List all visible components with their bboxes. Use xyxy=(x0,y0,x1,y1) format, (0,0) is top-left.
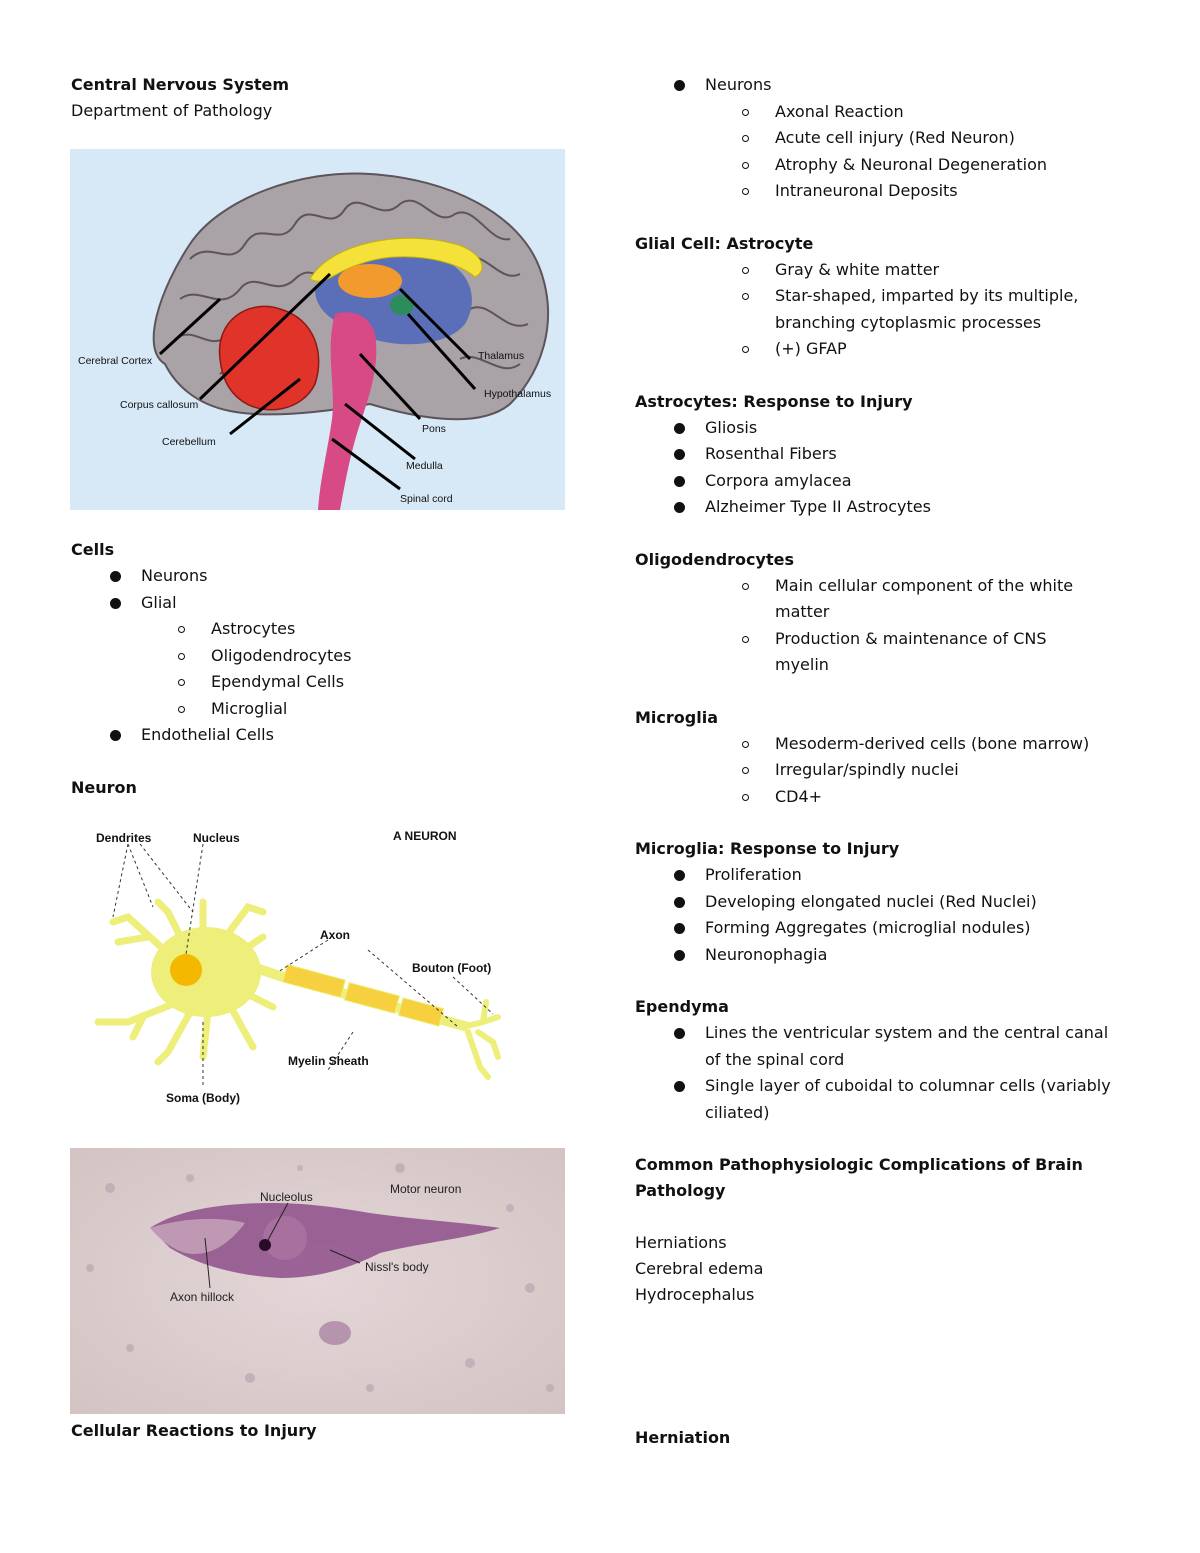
label-medulla: Medulla xyxy=(406,460,443,472)
list-item: Neuronophagia xyxy=(635,942,1155,969)
list-item: Ependymal Cells xyxy=(71,669,571,696)
label-pons: Pons xyxy=(422,423,446,435)
complication-item: Cerebral edema xyxy=(635,1259,764,1278)
label-neuron-title: A NEURON xyxy=(393,829,457,843)
list-item: Forming Aggregates (microglial nodules) xyxy=(635,915,1155,942)
list-item: Mesoderm-derived cells (bone marrow) xyxy=(635,731,1155,758)
cells-section: Cells Neurons Glial Astrocytes Oligodend… xyxy=(71,537,571,801)
right-column: Neurons Axonal Reaction Acute cell injur… xyxy=(635,72,1155,1308)
list-item: Atrophy & Neuronal Degeneration xyxy=(635,152,1155,179)
complication-item: Herniations xyxy=(635,1233,727,1252)
list-item: Neurons xyxy=(635,72,1155,99)
label-corpus-callosum: Corpus callosum xyxy=(120,399,198,411)
astrocyte-heading: Glial Cell: Astrocyte xyxy=(635,233,814,253)
herniation-section: Herniation xyxy=(635,1425,1155,1451)
list-item: Axonal Reaction xyxy=(635,99,1155,126)
list-item: Intraneuronal Deposits xyxy=(635,178,1155,205)
label-nissl-body: Nissl's body xyxy=(365,1260,429,1274)
ependyma-heading: Ependyma xyxy=(635,997,729,1016)
list-item: Endothelial Cells xyxy=(71,722,571,749)
label-axon-hillock: Axon hillock xyxy=(170,1290,235,1304)
label-nucleus: Nucleus xyxy=(193,831,240,845)
list-item: Gray & white matter xyxy=(635,257,1155,284)
label-dendrites: Dendrites xyxy=(96,831,152,845)
brain-diagram: Cerebral Cortex Corpus callosum Cerebell… xyxy=(70,149,565,510)
microglia-heading: Microglia xyxy=(635,707,718,727)
list-item: Gliosis xyxy=(635,415,1155,442)
label-cerebral-cortex: Cerebral Cortex xyxy=(78,355,153,367)
list-item: (+) GFAP xyxy=(635,336,1155,363)
list-item: Alzheimer Type II Astrocytes xyxy=(635,494,1155,521)
herniation-heading: Herniation xyxy=(635,1428,731,1447)
list-item: Rosenthal Fibers xyxy=(635,441,1155,468)
label-axon: Axon xyxy=(320,928,350,942)
list-item: Glial xyxy=(71,590,571,617)
microglia-injury-heading: Microglia: Response to Injury xyxy=(635,839,900,858)
label-myelin-sheath: Myelin Sheath xyxy=(288,1054,369,1068)
list-item: Star-shaped, imparted by its multiple, b… xyxy=(635,283,1105,336)
list-item: Corpora amylacea xyxy=(635,468,1155,495)
list-item: Proliferation xyxy=(635,862,1155,889)
neuron-heading: Neuron xyxy=(71,777,137,797)
complications-heading: Common Pathophysiologic Complications of… xyxy=(635,1155,1083,1200)
list-item: Main cellular component of the white mat… xyxy=(635,573,1105,626)
label-thalamus: Thalamus xyxy=(478,350,524,362)
astrocyte-injury-heading: Astrocytes: Response to Injury xyxy=(635,391,913,411)
list-item: Single layer of cuboidal to columnar cel… xyxy=(635,1073,1135,1126)
left-column: Central Nervous System Department of Pat… xyxy=(71,72,571,124)
list-item: Microglial xyxy=(71,696,571,723)
document-subtitle: Department of Pathology xyxy=(71,101,273,120)
label-nucleolus: Nucleolus xyxy=(260,1190,313,1204)
label-hypothalamus: Hypothalamus xyxy=(484,388,551,400)
list-item: Developing elongated nuclei (Red Nuclei) xyxy=(635,889,1155,916)
list-item: Astrocytes xyxy=(71,616,571,643)
list-item: CD4+ xyxy=(635,784,1155,811)
list-item: Oligodendrocytes xyxy=(71,643,571,670)
document-title: Central Nervous System xyxy=(71,75,290,94)
cells-heading: Cells xyxy=(71,540,115,559)
motor-neuron-micrograph: Nucleolus Motor neuron Nissl's body Axon… xyxy=(70,1148,565,1414)
label-motor-neuron: Motor neuron xyxy=(390,1182,461,1196)
reactions-heading: Cellular Reactions to Injury xyxy=(71,1421,317,1440)
oligodendrocytes-heading: Oligodendrocytes xyxy=(635,549,794,569)
label-bouton: Bouton (Foot) xyxy=(412,961,491,975)
label-cerebellum: Cerebellum xyxy=(162,436,216,448)
list-item: Production & maintenance of CNS myelin xyxy=(635,626,1085,679)
list-item: Irregular/spindly nuclei xyxy=(635,757,1155,784)
label-spinal-cord: Spinal cord xyxy=(400,493,453,505)
list-item: Lines the ventricular system and the cen… xyxy=(635,1020,1125,1073)
label-soma: Soma (Body) xyxy=(166,1091,240,1105)
list-item: Neurons xyxy=(71,563,571,590)
neuron-diagram: Dendrites Nucleus A NEURON Axon Bouton (… xyxy=(88,822,513,1117)
complication-item: Hydrocephalus xyxy=(635,1285,755,1304)
list-item: Acute cell injury (Red Neuron) xyxy=(635,125,1155,152)
reactions-section: Cellular Reactions to Injury xyxy=(71,1418,571,1444)
